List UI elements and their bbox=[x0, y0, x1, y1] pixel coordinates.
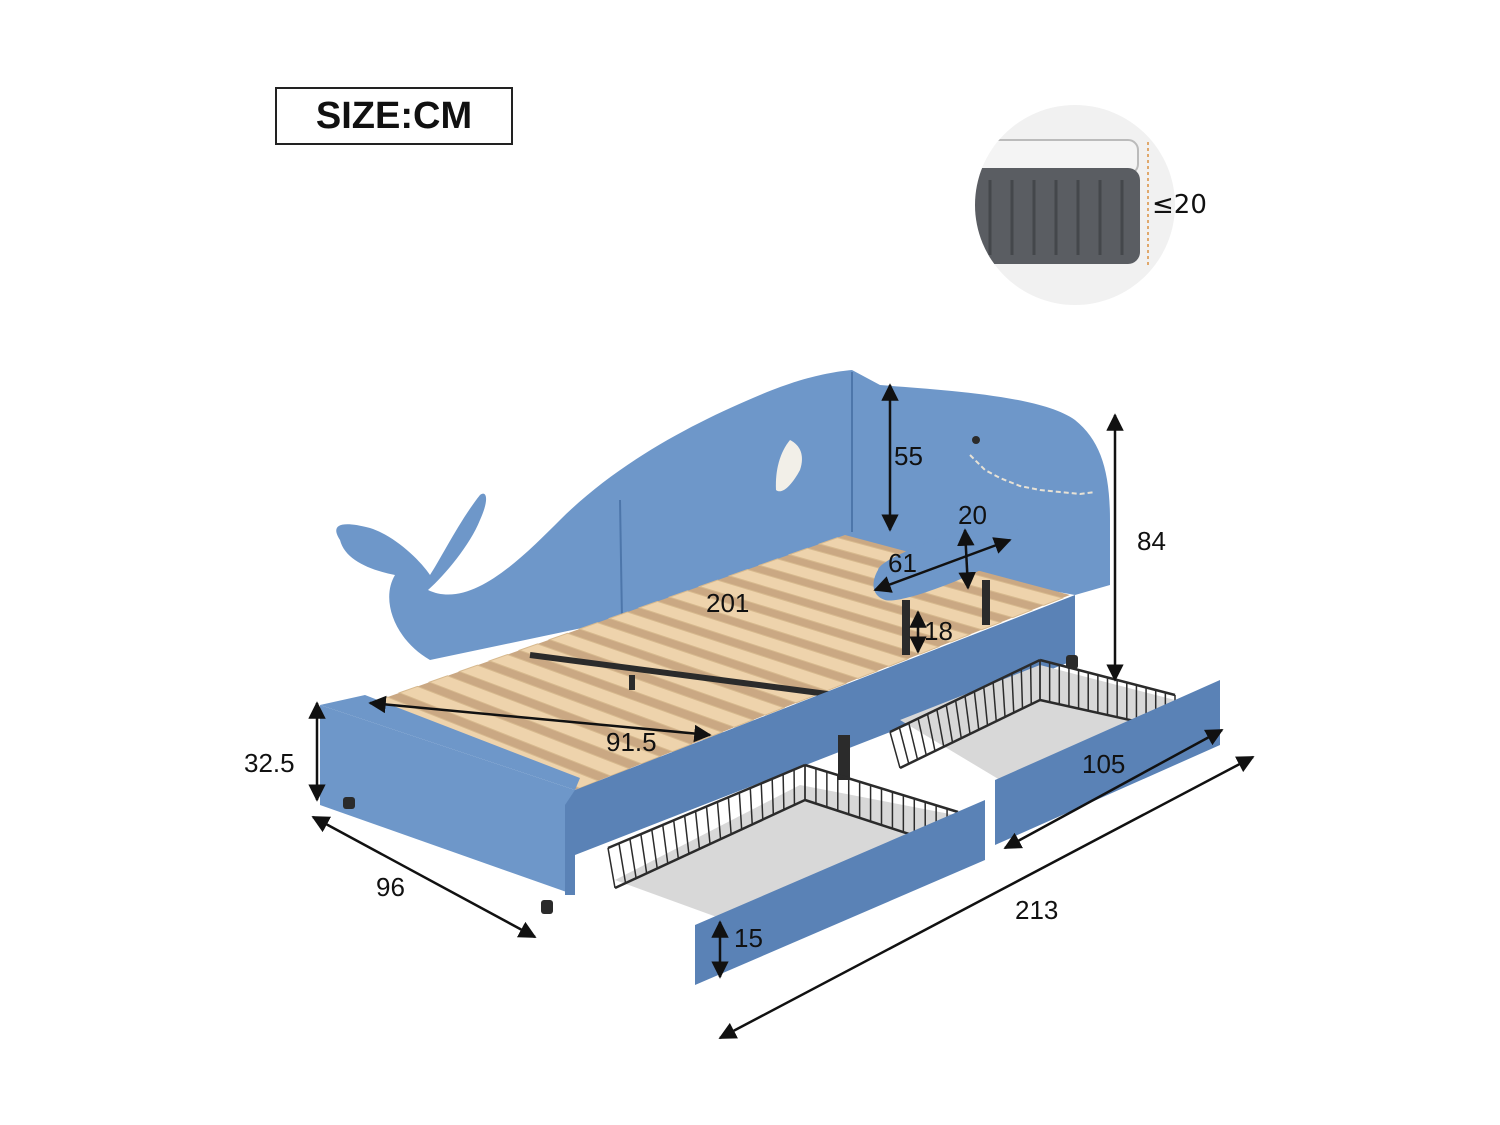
basket-wire bbox=[917, 718, 927, 756]
dimension-lines bbox=[308, 383, 1255, 1040]
basket-wire bbox=[908, 722, 919, 760]
basket-wire bbox=[705, 806, 711, 845]
label-drawer-length: 105 bbox=[1082, 749, 1125, 779]
basket-wire bbox=[889, 731, 901, 769]
slat bbox=[697, 579, 941, 655]
basket-wire bbox=[661, 824, 669, 864]
whale-eye bbox=[972, 436, 980, 444]
slat bbox=[637, 600, 879, 680]
label-headboard-height: 55 bbox=[894, 441, 923, 471]
basket-wire bbox=[640, 834, 648, 874]
label-total-length: 213 bbox=[1015, 895, 1058, 925]
mattress-body bbox=[975, 168, 1140, 264]
basket-wire bbox=[992, 682, 997, 722]
basket-wire bbox=[983, 686, 989, 726]
basket-wire bbox=[607, 847, 616, 889]
basket-wire bbox=[651, 829, 658, 869]
panel-seam-2 bbox=[619, 499, 623, 621]
basket-wire bbox=[954, 700, 962, 739]
whale-back-panel bbox=[336, 370, 1110, 660]
whale-mouth bbox=[969, 454, 1096, 496]
basket-wire bbox=[1001, 677, 1006, 718]
basket-wire bbox=[782, 774, 785, 810]
bed-leg-center bbox=[838, 735, 850, 780]
basket-wire bbox=[618, 843, 627, 884]
basket-wire bbox=[694, 811, 701, 849]
guardrail-post-2 bbox=[982, 580, 990, 625]
bed-leg-2 bbox=[541, 900, 553, 914]
front-rail bbox=[575, 595, 1075, 855]
label-drawer-height: 15 bbox=[734, 923, 763, 953]
basket-wire bbox=[936, 709, 945, 747]
basket-wire bbox=[683, 815, 690, 854]
bed-leg-3 bbox=[1066, 655, 1078, 669]
mattress-thickness-label: ≤20 bbox=[1152, 190, 1207, 220]
mattress-quilting bbox=[988, 180, 1124, 255]
dimline-bed-width bbox=[368, 695, 712, 743]
basket-wire bbox=[926, 713, 936, 752]
basket-wire bbox=[1020, 668, 1024, 709]
corner bbox=[565, 790, 575, 895]
basket-wire bbox=[945, 704, 954, 743]
label-guardrail-height: 20 bbox=[958, 500, 987, 530]
basket-wire bbox=[1029, 664, 1032, 705]
basket-wire bbox=[1011, 673, 1015, 713]
slat bbox=[667, 590, 910, 667]
dimline-total-length bbox=[718, 755, 1255, 1040]
basket-wire bbox=[964, 695, 971, 735]
label-total-height: 84 bbox=[1137, 526, 1166, 556]
center-support-rail bbox=[529, 652, 836, 698]
unit-label-box: SIZE:CM bbox=[275, 87, 513, 145]
guardrail-post-1 bbox=[902, 600, 910, 655]
dimline-guardrail-length bbox=[873, 537, 1012, 593]
slat bbox=[607, 611, 848, 692]
basket-wire bbox=[672, 820, 680, 859]
dimline-total-width bbox=[311, 815, 537, 939]
label-guardrail-clearance: 18 bbox=[924, 616, 953, 646]
label-total-width: 96 bbox=[376, 872, 405, 902]
basket-wire bbox=[629, 838, 637, 879]
basket-wire bbox=[973, 691, 980, 730]
basket-rim bbox=[889, 658, 1041, 734]
whale-fin bbox=[775, 440, 802, 492]
label-bed-length: 201 bbox=[706, 588, 749, 618]
mattress-inset: ≤20 bbox=[975, 105, 1207, 305]
bed-leg-1 bbox=[343, 797, 355, 809]
basket-wire bbox=[898, 727, 910, 764]
label-guardrail-length: 61 bbox=[888, 548, 917, 578]
unit-label: SIZE:CM bbox=[315, 94, 473, 137]
label-bed-width: 91.5 bbox=[606, 727, 657, 757]
label-frame-height: 32.5 bbox=[244, 748, 295, 778]
